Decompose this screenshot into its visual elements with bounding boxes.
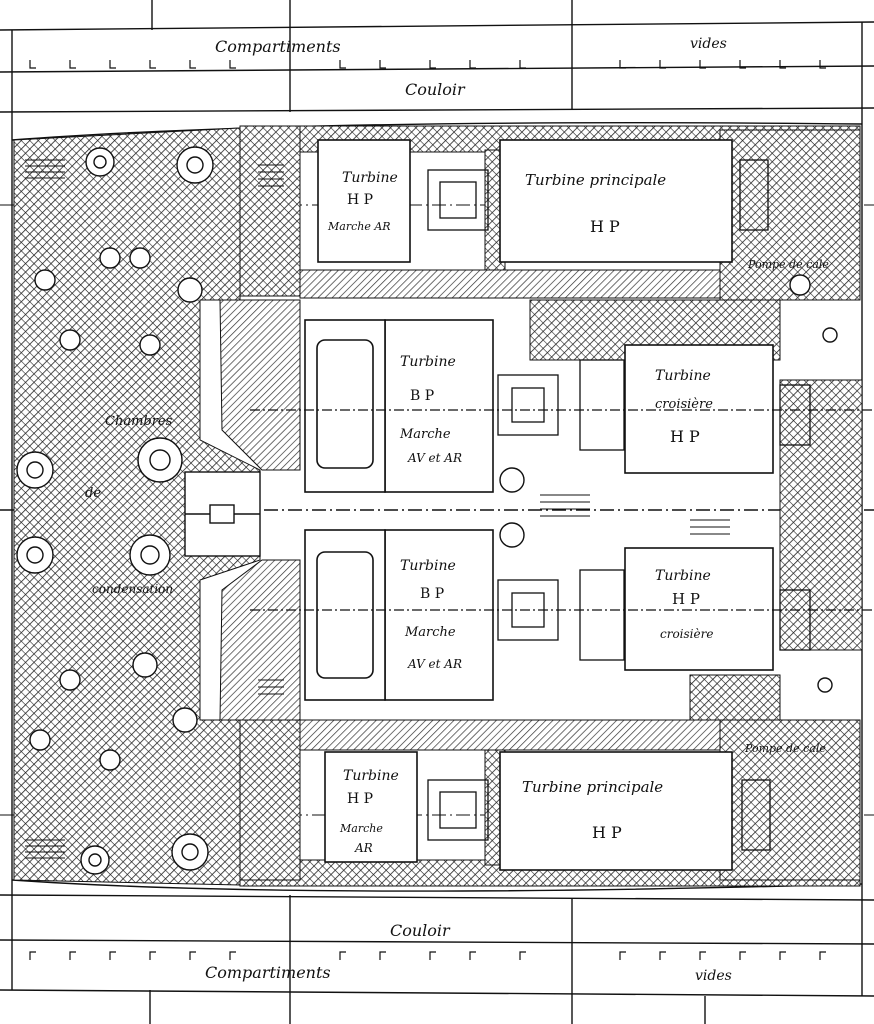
control-room [184,471,261,557]
frame-ticks [29,60,826,960]
turbine-hp-top-mode: Marche AR [327,220,391,233]
stairways [25,159,730,859]
turbine-hp-top-type: H P [347,192,373,208]
turbine-hp-bottom-type: H P [347,791,373,807]
turbine-bp-bottom-direction: AV et AR [407,657,462,671]
shaft-couplings [250,159,874,851]
label-vides-bottom: vides [695,968,732,984]
turbine-hp-bottom-direction: AR [354,841,373,855]
auxiliary-machinery [16,146,838,875]
label-couloir-top: Couloir [405,80,466,99]
label-compartments-top: Compartiments [215,37,341,56]
label-de: de [85,486,101,501]
turbine-bp-top-type: B P [410,388,434,404]
turbine-bp-top-label: Turbine [400,354,456,370]
turbine-croisiere-top-mode: croisière [655,397,713,412]
turbine-croisiere-bottom-label: Turbine [655,568,711,584]
turbine-bp-bottom-type: B P [420,586,444,602]
turbine-principale-top-label: Turbine principale [525,171,666,189]
annotations: Compartiments vides Couloir Couloir Comp… [85,36,829,984]
foundation-hatching [13,125,863,887]
label-compartments-bottom: Compartiments [205,963,331,982]
turbine-hp-bottom-label: Turbine [343,768,399,784]
turbine-croisiere-bottom-type: H P [672,590,700,608]
turbine-croisiere-top-label: Turbine [655,368,711,384]
turbine-bp-top-direction: AV et AR [407,451,462,465]
label-vides-top: vides [690,36,727,52]
label-condensation: condensation [92,582,173,596]
turbine-croisiere-top-type: H P [670,427,700,446]
turbine-principale-bottom-label: Turbine principale [522,778,663,796]
label-pompe-bottom: Pompe de cale [744,742,826,755]
label-pompe-top: Pompe de cale [747,258,829,271]
turbine-principale-top-type: H P [590,217,620,236]
turbine-hp-top-label: Turbine [342,170,398,186]
turbine-bp-top-mode: Marche [399,427,451,442]
turbine-bp-bottom-label: Turbine [400,558,456,574]
turbine-bp-bottom-mode: Marche [404,625,456,640]
turbine-hp-bottom-mode: Marche [339,822,383,835]
turbine-principale-bottom-type: H P [592,823,622,842]
turbine-croisiere-bottom-mode: croisière [660,627,713,641]
label-couloir-bottom: Couloir [390,921,451,940]
turbine-casings [304,139,774,871]
label-chambres: Chambres [105,414,173,429]
